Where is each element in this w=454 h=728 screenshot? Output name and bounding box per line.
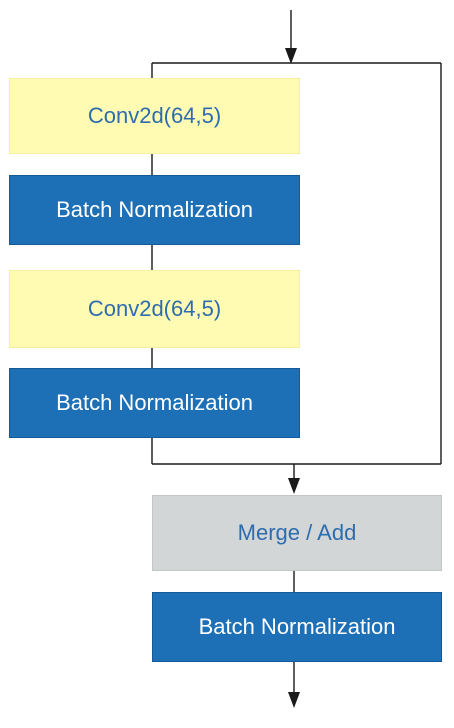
- batch-norm-block-3-label: Batch Normalization: [198, 614, 396, 639]
- merge-add-block-label: Merge / Add: [237, 520, 357, 545]
- batch-norm-block-2: Batch Normalization: [9, 368, 300, 438]
- merge-add-block: Merge / Add: [152, 495, 442, 571]
- output-arrowhead: [288, 692, 300, 708]
- conv2d-block-2: Conv2d(64,5): [9, 270, 300, 348]
- batch-norm-block-1-label: Batch Normalization: [56, 197, 253, 222]
- input-arrowhead: [285, 48, 297, 64]
- conv2d-block-1: Conv2d(64,5): [9, 78, 300, 154]
- batch-norm-block-2-label: Batch Normalization: [56, 390, 253, 415]
- merge-arrowhead: [288, 478, 300, 494]
- batch-norm-block-3: Batch Normalization: [152, 592, 442, 662]
- batch-norm-block-1: Batch Normalization: [9, 175, 300, 245]
- conv2d-block-1-label: Conv2d(64,5): [87, 103, 222, 128]
- conv2d-block-2-label: Conv2d(64,5): [87, 296, 222, 321]
